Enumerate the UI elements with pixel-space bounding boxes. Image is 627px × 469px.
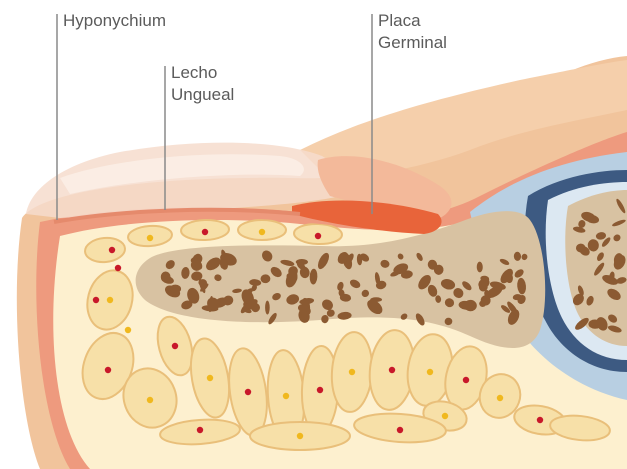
vessel-dot bbox=[197, 427, 203, 433]
nerve-dot bbox=[207, 375, 213, 381]
nerve-dot bbox=[349, 369, 355, 375]
label-placa-line2: Germinal bbox=[378, 32, 447, 54]
nerve-dot bbox=[497, 395, 503, 401]
nerve-dot bbox=[107, 297, 113, 303]
vessel-dot bbox=[463, 377, 469, 383]
label-placa-line1: Placa bbox=[378, 10, 447, 32]
vessel-dot bbox=[317, 387, 323, 393]
label-placa-germinal: Placa Germinal bbox=[378, 10, 447, 54]
vessel-dot bbox=[537, 417, 543, 423]
nerve-dot bbox=[297, 433, 303, 439]
vessel-dot bbox=[172, 343, 178, 349]
nerve-dot bbox=[283, 393, 289, 399]
nerve-dot bbox=[427, 369, 433, 375]
vessel-dot bbox=[105, 367, 111, 373]
vessel-dot bbox=[115, 265, 121, 271]
nerve-dot bbox=[125, 327, 131, 333]
label-lecho-line1: Lecho bbox=[171, 62, 234, 84]
vessel-dot bbox=[315, 233, 321, 239]
nerve-dot bbox=[442, 413, 448, 419]
nerve-dot bbox=[147, 235, 153, 241]
label-hyponychium: Hyponychium bbox=[63, 10, 166, 32]
vessel-dot bbox=[93, 297, 99, 303]
nerve-dot bbox=[147, 397, 153, 403]
nerve-dot bbox=[259, 229, 265, 235]
vessel-dot bbox=[397, 427, 403, 433]
vessel-dot bbox=[109, 247, 115, 253]
label-hyponychium-line1: Hyponychium bbox=[63, 10, 166, 32]
vessel-dot bbox=[245, 389, 251, 395]
label-lecho-line2: Ungueal bbox=[171, 84, 234, 106]
vessel-dot bbox=[202, 229, 208, 235]
label-lecho-ungueal: Lecho Ungueal bbox=[171, 62, 234, 106]
vessel-dot bbox=[389, 367, 395, 373]
